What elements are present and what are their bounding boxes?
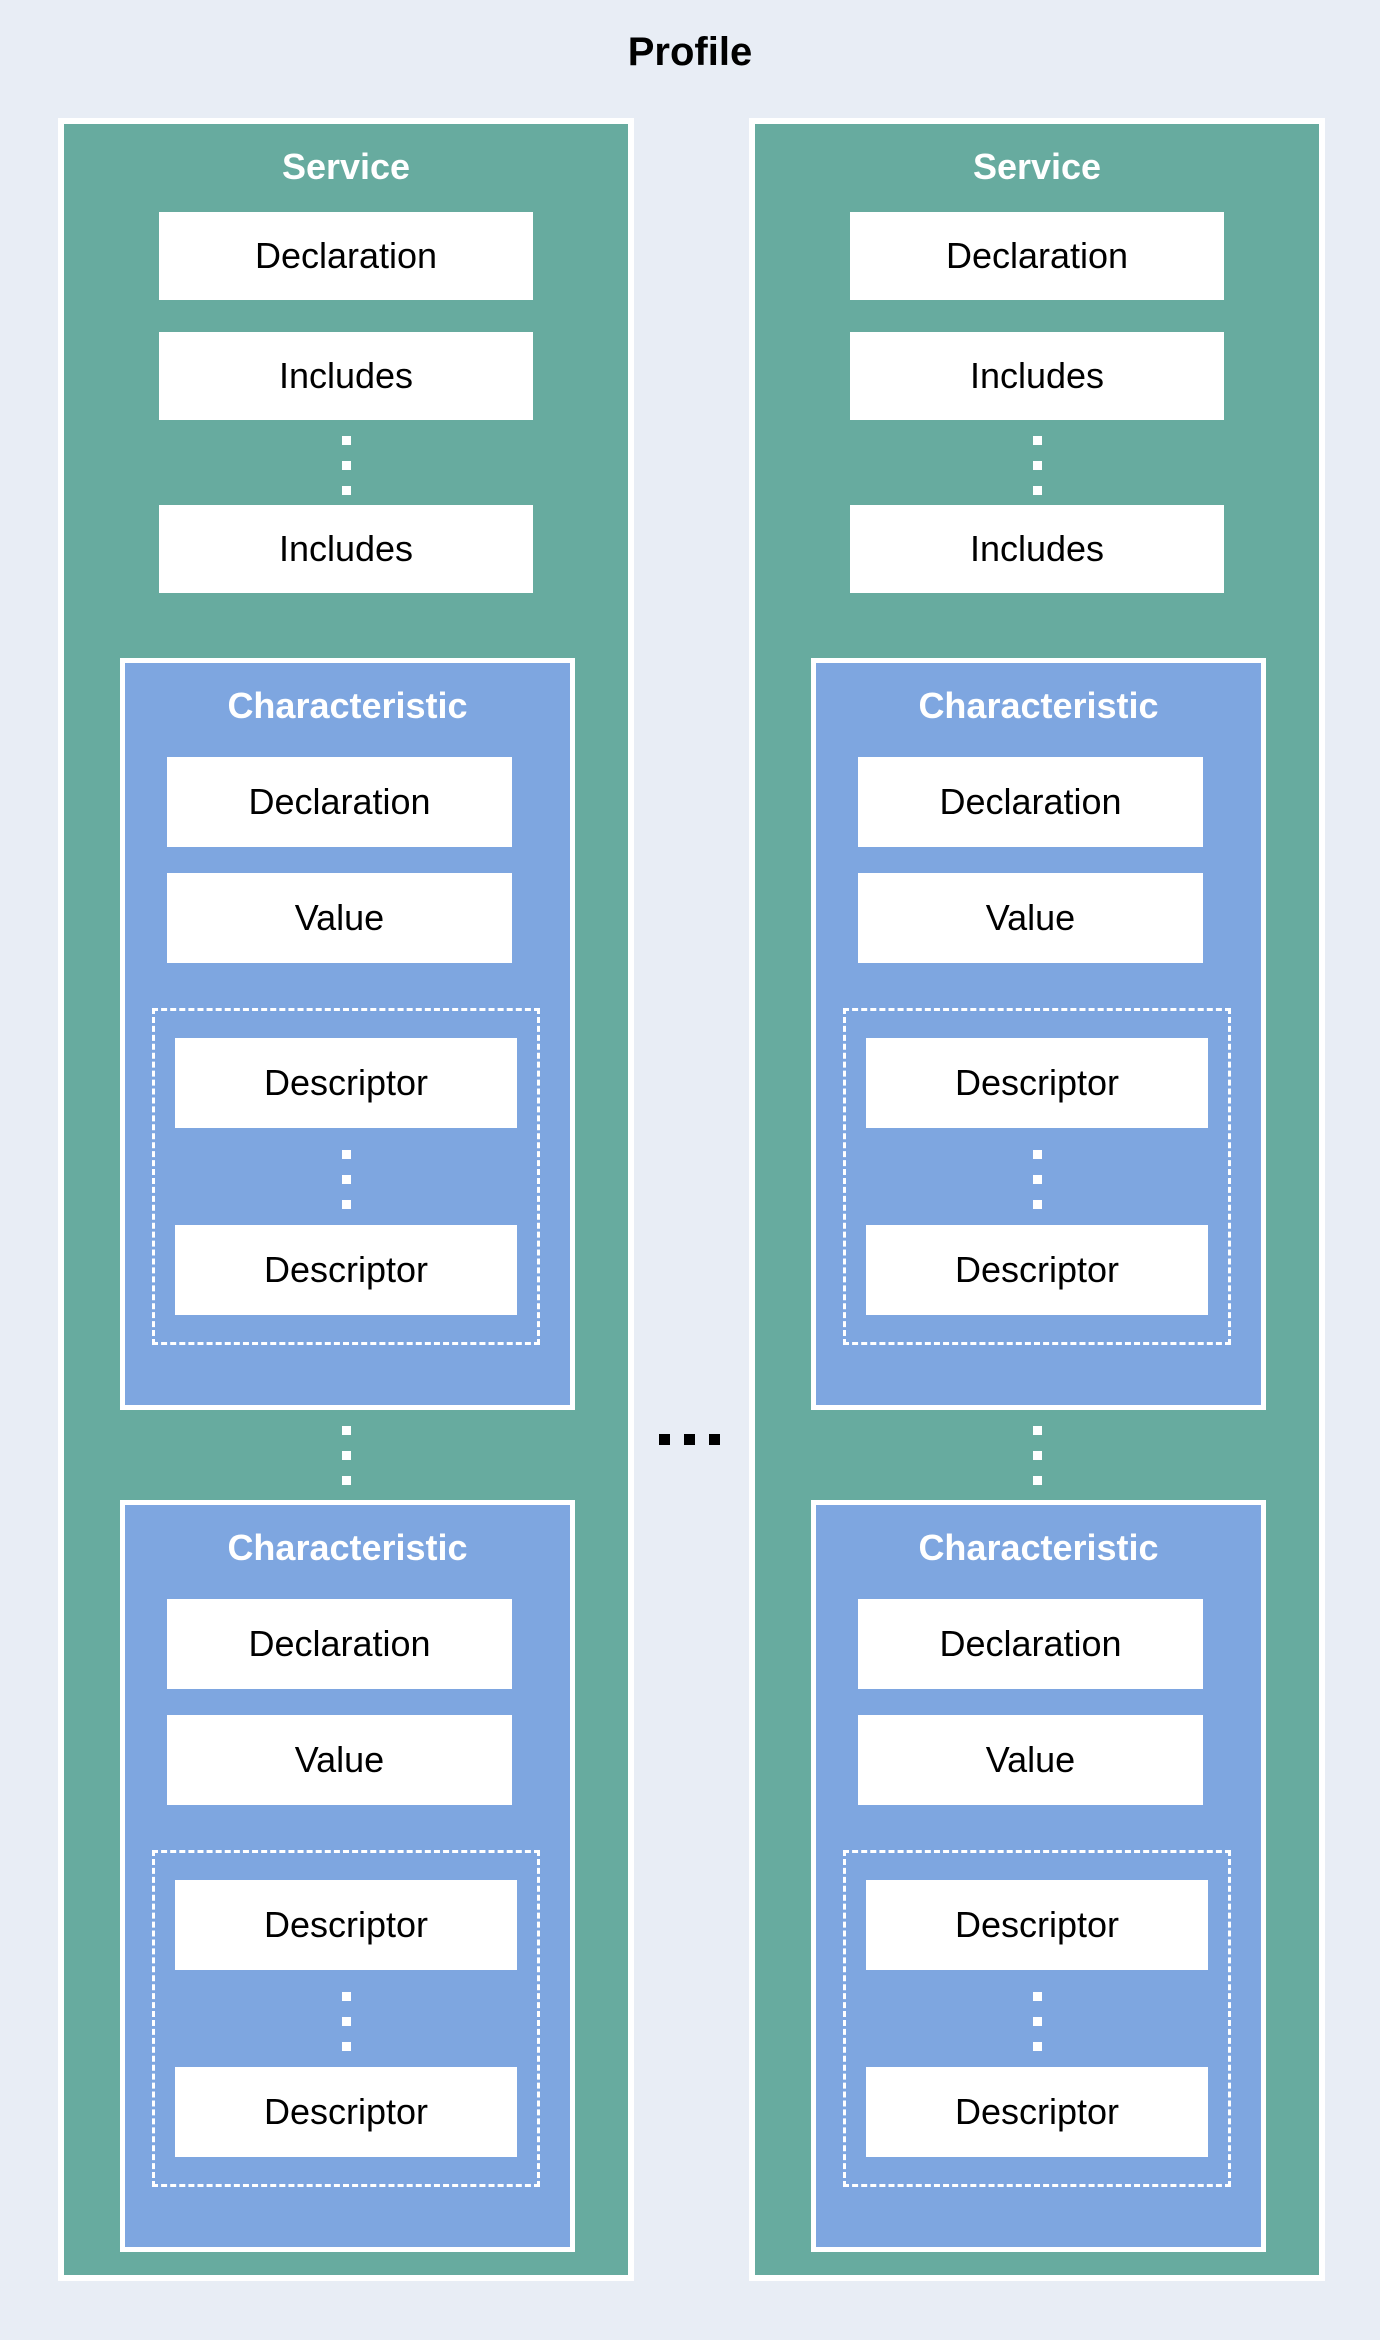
descriptor-box-2: Descriptor: [866, 1225, 1208, 1315]
vertical-ellipsis-icon: [846, 1992, 1228, 2051]
page-title: Profile: [627, 30, 753, 74]
ellipsis-dot: [1032, 436, 1042, 445]
vertical-ellipsis-icon: [64, 1426, 628, 1485]
descriptor-box-1: Descriptor: [175, 1880, 517, 1970]
characteristic-declaration-box: Declaration: [167, 1599, 512, 1689]
ellipsis-dot: [1032, 1476, 1042, 1485]
vertical-ellipsis-icon: [64, 436, 628, 495]
ellipsis-dot: [1032, 1175, 1042, 1184]
service-includes-box-1: Includes: [159, 332, 533, 420]
descriptor-box-1: Descriptor: [175, 1038, 517, 1128]
characteristic-block-2: Characteristic Declaration Value Descrip…: [120, 1500, 575, 2252]
ellipsis-dot: [341, 2042, 351, 2051]
vertical-ellipsis-icon: [155, 1992, 537, 2051]
vertical-ellipsis-icon: [155, 1150, 537, 1209]
descriptor-group: Descriptor Descriptor: [843, 1850, 1231, 2187]
ellipsis-dot: [1032, 1150, 1042, 1159]
service-includes-box-1: Includes: [850, 332, 1224, 420]
service-includes-box-2: Includes: [850, 505, 1224, 593]
ellipsis-dot: [684, 1434, 695, 1445]
service-declaration-box: Declaration: [159, 212, 533, 300]
service-includes-box-2: Includes: [159, 505, 533, 593]
ellipsis-dot: [341, 1992, 351, 2001]
ellipsis-dot: [341, 1451, 351, 1460]
characteristic-title: Characteristic: [918, 1527, 1159, 1568]
descriptor-group: Descriptor Descriptor: [152, 1008, 540, 1345]
vertical-ellipsis-icon: [846, 1150, 1228, 1209]
characteristic-block-1: Characteristic Declaration Value Descrip…: [120, 658, 575, 1410]
descriptor-group: Descriptor Descriptor: [843, 1008, 1231, 1345]
ellipsis-dot: [341, 1175, 351, 1184]
ellipsis-dot: [1032, 1426, 1042, 1435]
ellipsis-dot: [1032, 1451, 1042, 1460]
characteristic-block-1: Characteristic Declaration Value Descrip…: [811, 658, 1266, 1410]
ellipsis-dot: [341, 2017, 351, 2026]
characteristic-declaration-box: Declaration: [858, 1599, 1203, 1689]
ellipsis-dot: [1032, 2017, 1042, 2026]
vertical-ellipsis-icon: [755, 1426, 1319, 1485]
ellipsis-dot: [1032, 1992, 1042, 2001]
characteristic-declaration-box: Declaration: [167, 757, 512, 847]
service-title: Service: [281, 146, 411, 187]
characteristic-title: Characteristic: [227, 1527, 468, 1568]
ellipsis-dot: [659, 1434, 670, 1445]
service-block-right: Service Declaration Includes Includes Ch…: [749, 118, 1325, 2281]
ellipsis-dot: [341, 1426, 351, 1435]
service-title: Service: [972, 146, 1102, 187]
ellipsis-dot: [341, 1476, 351, 1485]
ellipsis-dot: [1032, 486, 1042, 495]
service-declaration-box: Declaration: [850, 212, 1224, 300]
characteristic-title: Characteristic: [918, 685, 1159, 726]
characteristic-value-box: Value: [167, 1715, 512, 1805]
characteristic-block-2: Characteristic Declaration Value Descrip…: [811, 1500, 1266, 2252]
descriptor-box-2: Descriptor: [175, 1225, 517, 1315]
ellipsis-dot: [341, 486, 351, 495]
characteristic-value-box: Value: [858, 873, 1203, 963]
ellipsis-dot: [1032, 461, 1042, 470]
ellipsis-dot: [341, 1200, 351, 1209]
service-block-left: Service Declaration Includes Includes Ch…: [58, 118, 634, 2281]
characteristic-value-box: Value: [167, 873, 512, 963]
characteristic-value-box: Value: [858, 1715, 1203, 1805]
descriptor-box-2: Descriptor: [866, 2067, 1208, 2157]
ellipsis-dot: [1032, 2042, 1042, 2051]
descriptor-box-2: Descriptor: [175, 2067, 517, 2157]
ellipsis-dot: [341, 1150, 351, 1159]
descriptor-group: Descriptor Descriptor: [152, 1850, 540, 2187]
ellipsis-dot: [341, 436, 351, 445]
ellipsis-dot: [1032, 1200, 1042, 1209]
ellipsis-dot: [341, 461, 351, 470]
horizontal-ellipsis-icon: [659, 1434, 720, 1445]
characteristic-declaration-box: Declaration: [858, 757, 1203, 847]
descriptor-box-1: Descriptor: [866, 1880, 1208, 1970]
characteristic-title: Characteristic: [227, 685, 468, 726]
vertical-ellipsis-icon: [755, 436, 1319, 495]
descriptor-box-1: Descriptor: [866, 1038, 1208, 1128]
ellipsis-dot: [709, 1434, 720, 1445]
